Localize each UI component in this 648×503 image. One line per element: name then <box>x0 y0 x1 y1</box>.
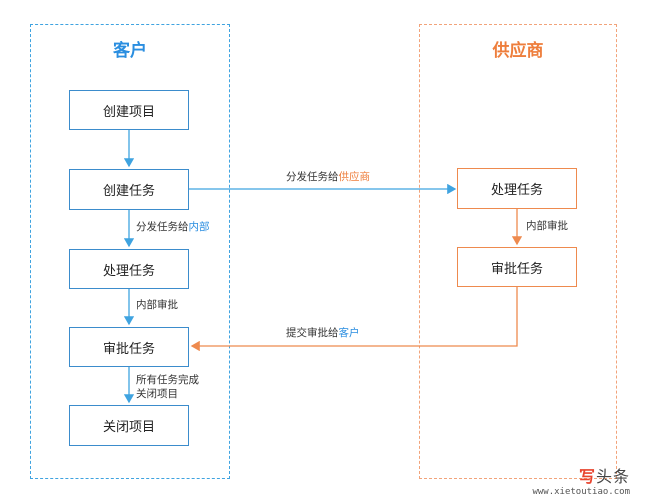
step-process-task: 处理任务 <box>69 249 189 289</box>
watermark: 写头条 www.xietoutiao.com <box>532 463 630 497</box>
label-submit-to-customer: 提交审批给客户 <box>286 327 360 339</box>
step-close-project: 关闭项目 <box>69 405 189 446</box>
customer-lane <box>30 24 230 479</box>
supplier-step-review-task: 审批任务 <box>457 247 577 287</box>
label-dispatch-supplier: 分发任务给供应商 <box>286 171 370 183</box>
supplier-step-process-task: 处理任务 <box>457 168 577 209</box>
label-all-done: 所有任务完成 关闭项目 <box>136 374 199 400</box>
customer-lane-title: 客户 <box>113 41 147 61</box>
step-review-task: 审批任务 <box>69 327 189 367</box>
supplier-lane <box>419 24 617 479</box>
label-internal-review-supplier: 内部审批 <box>526 220 568 232</box>
watermark-logo: 写头条 <box>578 467 630 486</box>
watermark-url: www.xietoutiao.com <box>532 487 630 497</box>
label-dispatch-internal: 分发任务给内部 <box>136 221 210 233</box>
step-create-task: 创建任务 <box>69 169 189 210</box>
step-create-project: 创建项目 <box>69 90 189 130</box>
supplier-lane-title: 供应商 <box>492 41 544 61</box>
arrow-submit-to-customer <box>190 287 518 352</box>
label-internal-review-customer: 内部审批 <box>136 299 178 311</box>
